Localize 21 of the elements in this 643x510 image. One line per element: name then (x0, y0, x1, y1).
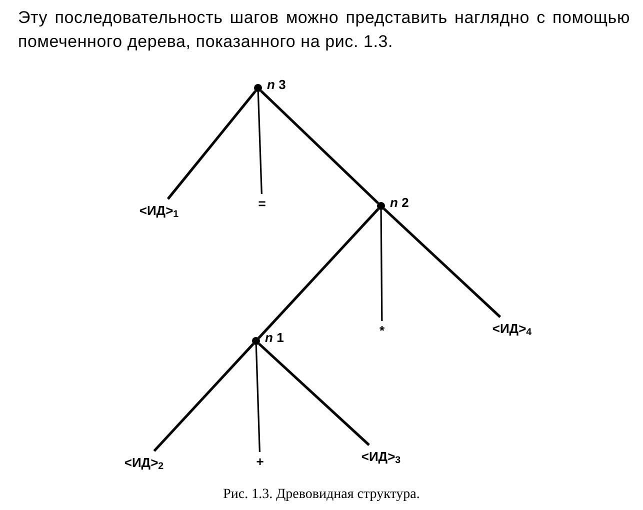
leaf-label: + (252, 452, 268, 470)
node-label: n 3 (267, 78, 286, 91)
node-label: n 1 (265, 331, 284, 344)
node-label: n 2 (390, 196, 409, 209)
tree-edge (153, 343, 254, 452)
leaf-label: = (255, 194, 269, 212)
leaf-label: * (374, 321, 390, 339)
tree-edge (260, 90, 380, 204)
tree-edge (258, 208, 380, 339)
leaf-label: <ИД>$_{1}$ (133, 199, 185, 221)
leaf-label: <ИД>$_{3}$ (355, 445, 407, 467)
leaf-label: <ИД>$_{2}$ (118, 451, 170, 473)
figure-caption: Рис. 1.3. Древовидная структура. (222, 486, 421, 504)
tree-edge (258, 342, 370, 446)
paragraph: Эту последовательность шагов можно представить наглядно с помощью помеченного дерева, показанного на рис. 1.3. (18, 7, 630, 53)
tree-edge (166, 90, 256, 200)
tree-edge (255, 344, 260, 452)
tree-edge (257, 92, 262, 194)
tree-edge (380, 210, 383, 321)
leaf-label: <ИД>$_{4}$ (486, 317, 538, 339)
tree-edge (383, 208, 502, 318)
